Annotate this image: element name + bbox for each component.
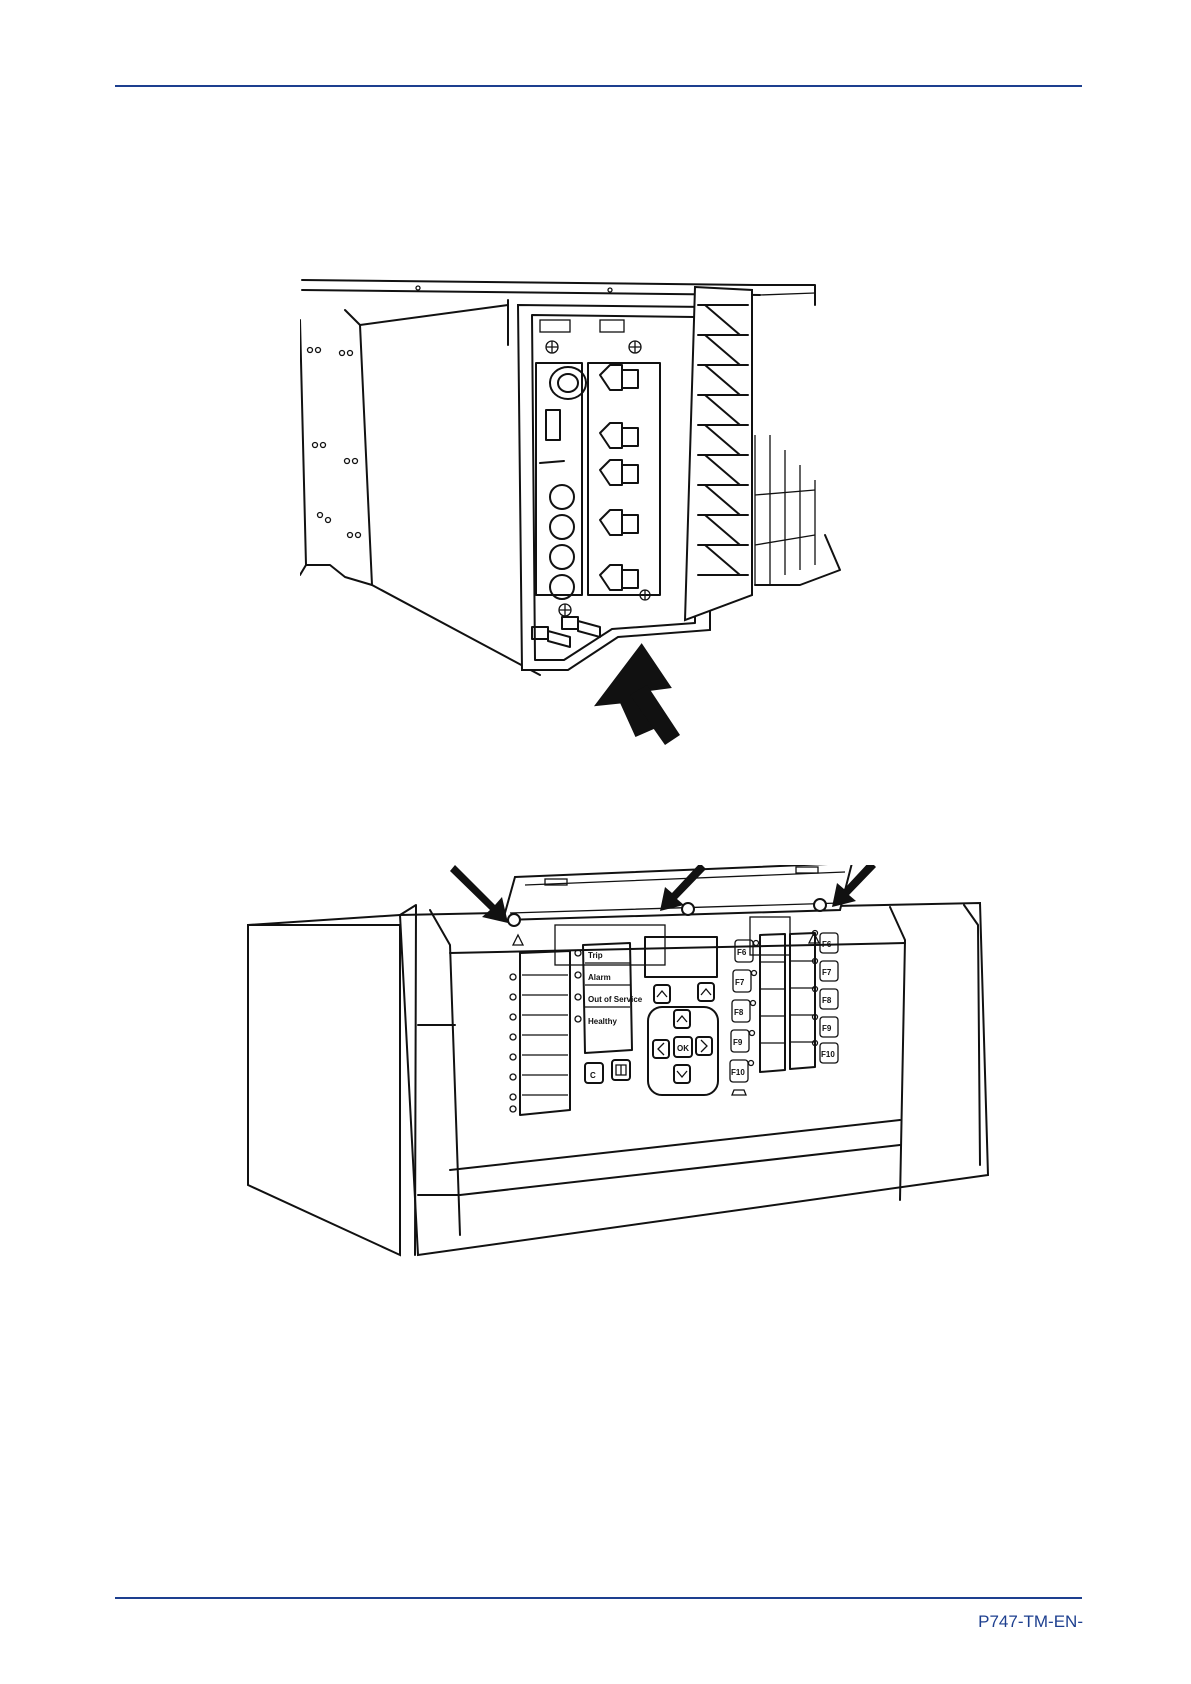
document-code: P747-TM-EN- — [978, 1612, 1083, 1632]
led-label-trip: Trip — [588, 951, 603, 960]
fkey-left-f6: F6 — [737, 948, 747, 957]
fkey-left-f9: F9 — [733, 1038, 743, 1047]
fkey-left-f10: F10 — [731, 1068, 745, 1077]
rear-board-insertion-illustration — [300, 265, 860, 775]
header-rule — [115, 85, 1082, 87]
led-label-healthy: Healthy — [588, 1017, 617, 1026]
clear-key-icon: C — [590, 1071, 596, 1080]
fkey-left-f8: F8 — [734, 1008, 744, 1017]
fkey-right-f6: F6 — [822, 940, 832, 949]
led-label-alarm: Alarm — [588, 973, 611, 982]
fkey-right-f10: F10 — [821, 1050, 835, 1059]
fkey-right-f7: F7 — [822, 968, 832, 977]
front-panel-illustration: Trip Alarm Out of Service Healthy C OK F… — [240, 865, 1000, 1335]
fkey-right-f8: F8 — [822, 996, 832, 1005]
fkey-right-f9: F9 — [822, 1024, 832, 1033]
ok-key-label: OK — [677, 1044, 689, 1053]
footer-rule — [115, 1597, 1082, 1599]
fkey-left-f7: F7 — [735, 978, 745, 987]
led-label-out-of-service: Out of Service — [588, 995, 643, 1004]
